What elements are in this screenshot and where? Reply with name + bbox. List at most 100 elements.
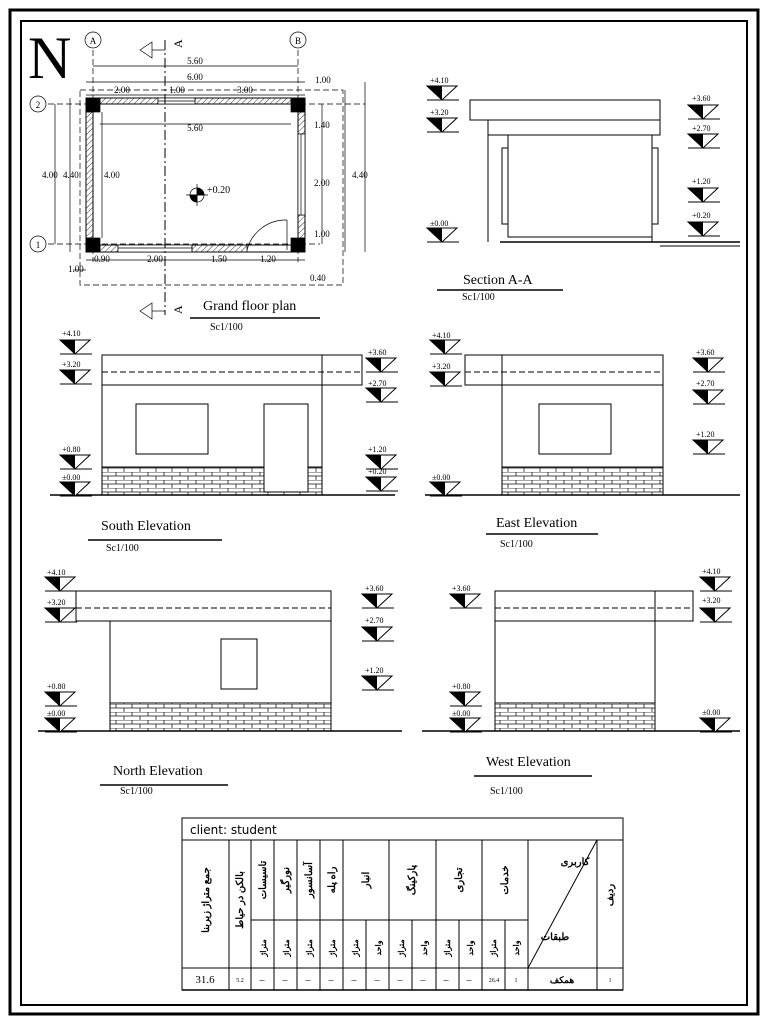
hdr-installations: تاسیسات [258,860,269,899]
west-level-320: +3.20 [702,596,721,605]
hdr-floors: طبقات [541,932,570,943]
east-level-320: +3.20 [432,362,451,371]
dim-top-560: 5.60 [187,56,203,66]
axis-a-bubble [84,31,102,49]
section-level-320: +3.20 [430,108,449,117]
sub-unit: واحد [374,940,384,955]
south-level-080: +0.80 [62,445,81,454]
west-elevation [422,590,740,732]
east-elevation [425,354,740,496]
section-level-270: +2.70 [692,124,711,133]
val-services-unit: 1 [515,978,518,984]
north-level-120: +1.20 [365,666,384,675]
south-scale: Sc1/100 [106,543,139,554]
section-level-markers [426,85,721,243]
dim-inner-400: 4.00 [104,170,120,180]
section-level-000: ±0.00 [430,219,448,228]
val-cell: – [443,975,450,986]
val-cell: – [374,975,381,986]
table-client: client: student [190,823,277,837]
inner-border [20,20,748,1006]
east-level-000: ±0.00 [432,473,450,482]
hdr-stairs: راه پله [327,866,338,893]
hdr-services: خدمات [500,865,511,894]
val-balcony: 5.2 [236,978,244,984]
north-level-320: +3.20 [47,598,66,607]
south-level-000: ±0.00 [62,473,80,482]
east-level-410: +4.10 [432,331,451,340]
sub-area: متراژ [397,939,407,957]
dim-right-440: 4.40 [352,170,368,180]
val-total: 31.6 [195,974,215,986]
west-level-410: +4.10 [702,567,721,576]
hdr-parking: پارکینگ [405,865,418,896]
east-level-360: +3.60 [696,348,715,357]
val-cell: – [397,975,404,986]
floor-plan [29,31,366,320]
west-level-080: +0.80 [452,682,471,691]
val-services-area: 26.4 [489,978,500,984]
north-level-360: +3.60 [365,584,384,593]
dim-left-440: 4.40 [63,170,79,180]
south-level-360: +3.60 [368,348,387,357]
section-level-020: +0.20 [692,211,711,220]
hdr-usage: کاربری [561,857,590,868]
south-level-410: +4.10 [62,329,81,338]
table-headers: جمع متراژ زیربنا بالکن در حیاط تاسیسات ن… [201,857,616,943]
north-elevation [38,590,402,732]
section-level-120: +1.20 [692,177,711,186]
section-mark-bottom: A [171,305,185,314]
north-scale: Sc1/100 [120,786,153,797]
plan-title: Grand floor plan [203,299,296,314]
axis-2-label: 2 [36,100,41,110]
east-title: East Elevation [496,516,577,531]
south-elevation [50,354,395,496]
dim-bottom-100: 1.00 [68,264,84,274]
north-level-080: +0.80 [47,682,66,691]
sub-area: متراژ [351,939,361,957]
east-scale: Sc1/100 [500,539,533,550]
dim-bottom-150: 1.50 [211,254,227,264]
sub-area: متراژ [328,939,338,957]
south-level-270: +2.70 [368,379,387,388]
val-cell: – [259,975,266,986]
hdr-skylight: نورگیر [279,867,292,894]
sub-area: متراژ [305,939,315,957]
west-scale: Sc1/100 [490,786,523,797]
hdr-commercial: تجاری [454,867,465,892]
axis-b-label: B [295,36,301,46]
dim-right-200: 2.00 [314,178,330,188]
table-subheaders: متراژ متراژ متراژ متراژ متراژ واحد متراژ… [259,939,522,957]
hdr-row: ردیف [605,884,616,907]
north-title: North Elevation [113,764,203,779]
axis-b-bubble [289,31,307,49]
axis-1-bubble [29,235,47,253]
section-a-a [469,99,740,247]
south-level-020: +0.20 [368,467,387,476]
section-mark-top: A [171,39,185,48]
sub-area: متراژ [489,939,499,957]
sub-unit: واحد [512,940,522,955]
west-level-360: +3.60 [452,584,471,593]
dim-inner-560: 5.60 [187,123,203,133]
section-scale: Sc1/100 [462,292,495,303]
plan-scale: Sc1/100 [210,322,243,333]
outer-border [8,8,760,1016]
sub-unit: واحد [466,940,476,955]
south-level-320: +3.20 [62,360,81,369]
sub-area: متراژ [259,939,269,957]
east-level-120: +1.20 [696,430,715,439]
section-level-410: +4.10 [430,76,449,85]
hdr-total-area: جمع متراژ زیربنا [201,867,212,933]
section-title: Section A-A [463,273,533,288]
val-cell: – [351,975,358,986]
dim-bottom-120: 1.20 [260,254,276,264]
dim-left-400: 4.00 [42,170,58,180]
west-title: West Elevation [486,755,571,770]
dim-corner-100: 1.00 [315,75,331,85]
floor-level: +0.20 [207,185,230,196]
north-level-270: +2.70 [365,616,384,625]
section-level-360: +3.60 [692,94,711,103]
west-level-000: ±0.00 [452,709,470,718]
